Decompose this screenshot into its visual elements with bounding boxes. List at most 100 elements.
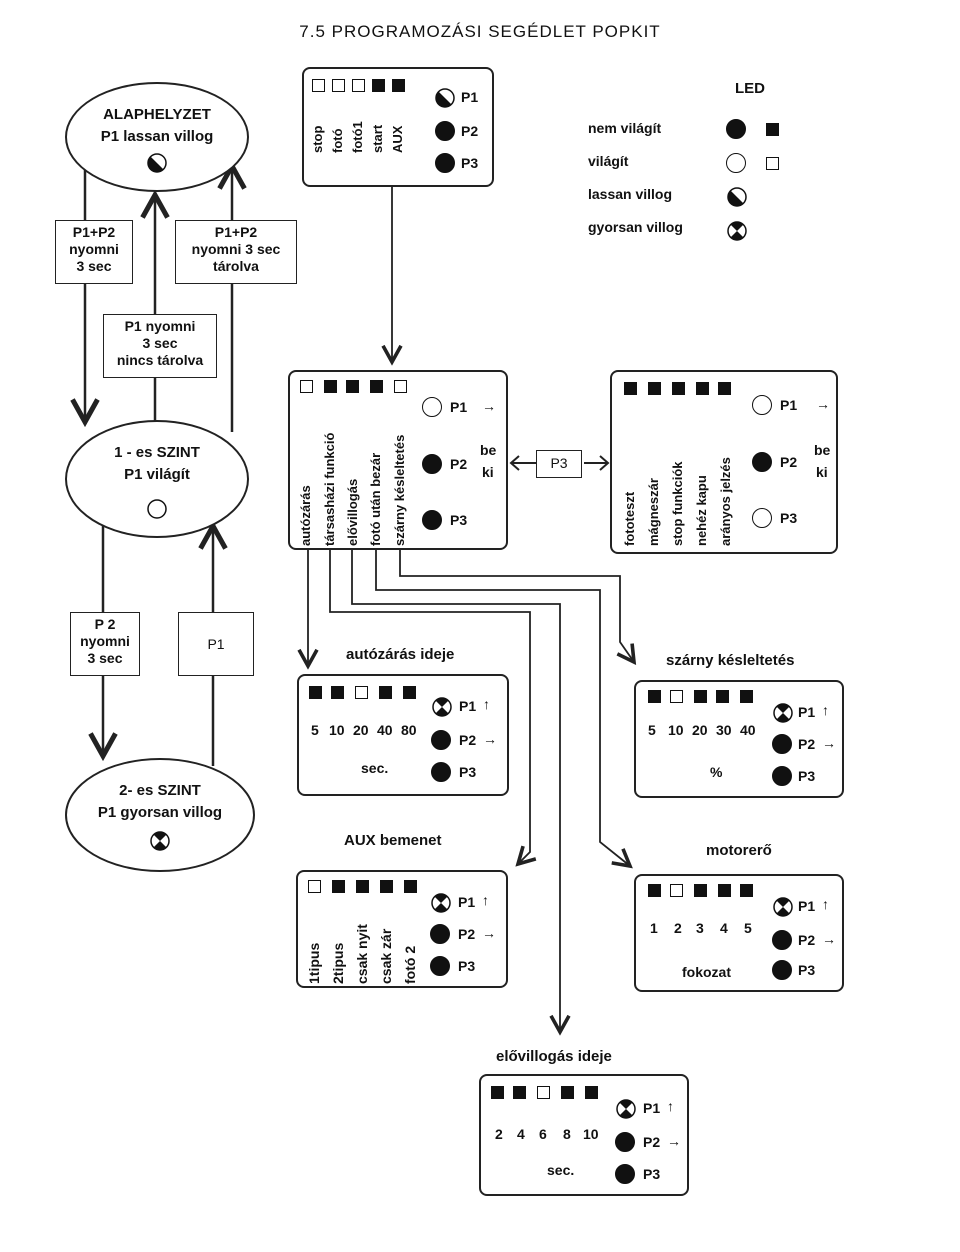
led-square — [694, 884, 707, 897]
led-square — [648, 382, 661, 395]
led-off-icon — [772, 734, 792, 754]
led-square — [694, 690, 707, 703]
panel-aux: 1tipus 2tipus csak nyit csak zár fotó 2 … — [296, 870, 508, 988]
led-label: stop — [310, 125, 325, 153]
led-square — [648, 884, 661, 897]
led-off-icon — [726, 119, 746, 139]
state-level2-desc: P1 gyorsan villog — [97, 804, 223, 821]
led-square — [380, 880, 393, 893]
label-line: P1 — [207, 636, 225, 652]
led-label: start — [370, 124, 385, 153]
led-square — [696, 382, 709, 395]
led-square — [537, 1086, 550, 1099]
legend-slow-label: lassan villog — [588, 186, 673, 202]
value: 1 — [650, 920, 658, 936]
value: 8 — [563, 1126, 571, 1142]
p3-link-text: P3 — [550, 455, 568, 471]
led-square — [346, 380, 359, 393]
led-square — [379, 686, 392, 699]
p3-link-arrows — [509, 455, 610, 471]
p2-label: P2 — [643, 1134, 661, 1150]
arrow-right-icon: → — [483, 731, 497, 747]
page-title: 7.5 PROGRAMOZÁSI SEGÉDLET POPKIT — [299, 22, 661, 41]
p2-label: P2 — [461, 123, 479, 139]
led-square — [332, 880, 345, 893]
function-label: mágneszár — [646, 478, 661, 546]
arrow-right-icon: → — [482, 925, 496, 941]
label-line: nyomni — [80, 633, 130, 649]
value: 6 — [539, 1126, 547, 1142]
function-label: fototeszt — [622, 491, 637, 546]
fast-blink-icon — [773, 703, 793, 723]
fast-blink-icon — [432, 697, 452, 717]
value: 4 — [720, 920, 728, 936]
led-off-icon — [422, 454, 442, 474]
led-off-icon — [431, 762, 451, 782]
label-line: nincs tárolva — [116, 352, 204, 368]
state-level1-title: 1 - es SZINT — [114, 444, 200, 461]
led-square — [648, 690, 661, 703]
led-square — [355, 686, 368, 699]
panel-base-status: stop fotó fotó1 start AUX P1 P2 P3 — [302, 67, 494, 187]
label-line: P 2 — [94, 616, 116, 632]
led-square — [585, 1086, 598, 1099]
aux-title: AUX bemenet — [344, 832, 442, 849]
label-line: P1+P2 — [214, 224, 258, 240]
p3-label: P3 — [458, 958, 476, 974]
value: 40 — [740, 722, 756, 738]
led-off-icon — [752, 452, 772, 472]
ki-label: ki — [482, 464, 494, 480]
led-square — [308, 880, 321, 893]
function-label: nehéz kapu — [694, 475, 709, 546]
label-back-p1: P1 — [178, 612, 254, 676]
led-square-on-icon — [766, 157, 779, 170]
p2-label: P2 — [780, 454, 798, 470]
p2-label: P2 — [458, 926, 476, 942]
state-level1-desc: P1 világít — [124, 466, 190, 483]
label-line: nyomni 3 sec — [191, 241, 281, 257]
label-line: 3 sec — [142, 335, 178, 351]
led-square — [309, 686, 322, 699]
fast-blink-icon — [773, 897, 793, 917]
label-to-level1: P1+P2 nyomni 3 sec — [55, 220, 133, 284]
led-label: fotó1 — [350, 121, 365, 153]
p3-label: P3 — [450, 512, 468, 528]
led-square — [561, 1086, 574, 1099]
function-label: szárny késleltetés — [392, 434, 407, 546]
led-square — [740, 690, 753, 703]
panel-level1: autózárás társasházi funkció elővillogás… — [288, 370, 508, 550]
led-square — [331, 686, 344, 699]
unit-label: sec. — [547, 1162, 575, 1178]
arrow-up-icon: ↑ — [667, 1098, 674, 1114]
fast-blink-icon — [150, 831, 170, 851]
value: 10 — [668, 722, 684, 738]
value: 10 — [583, 1126, 599, 1142]
legend-off-label: nem világít — [588, 120, 662, 136]
value: 5 — [744, 920, 752, 936]
led-square — [372, 79, 385, 92]
led-square — [370, 380, 383, 393]
arrow-up-icon: ↑ — [822, 702, 829, 718]
panel-level2: fototeszt mágneszár stop funkciók nehéz … — [610, 370, 838, 554]
unit-label: % — [710, 764, 723, 780]
preflash-title: elővillogás ideje — [496, 1048, 612, 1065]
legend-on-label: világít — [588, 153, 629, 169]
p3-label: P3 — [798, 768, 816, 784]
slow-blink-icon — [147, 153, 167, 173]
arrow-up-icon: ↑ — [483, 696, 490, 712]
led-on-icon — [726, 153, 746, 173]
p3-label: P3 — [798, 962, 816, 978]
led-on-icon — [422, 397, 442, 417]
label-line: nyomni — [69, 241, 119, 257]
value: 4 — [517, 1126, 525, 1142]
p3-link-label: P3 — [536, 450, 582, 478]
led-off-icon — [435, 121, 455, 141]
value: 20 — [353, 722, 369, 738]
led-square — [312, 79, 325, 92]
led-on-icon — [147, 499, 167, 519]
value: 5 — [648, 722, 656, 738]
led-square — [300, 380, 313, 393]
arrow-right-icon: → — [822, 735, 836, 751]
led-off-icon — [430, 924, 450, 944]
led-off-icon — [431, 730, 451, 750]
